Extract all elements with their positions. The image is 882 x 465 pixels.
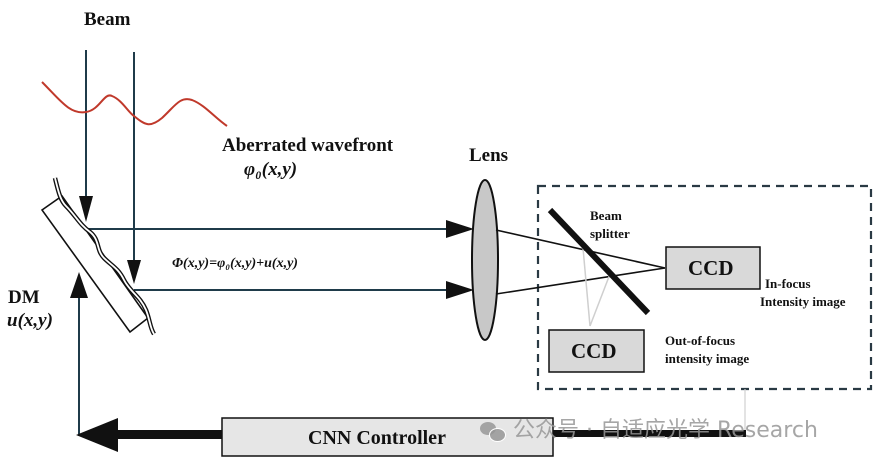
wechat-icon: [480, 420, 506, 442]
beam-splitter-label-1: Beam: [590, 208, 622, 223]
aberrated-wavefront-label: Aberrated wavefront: [222, 135, 394, 156]
watermark: 公众号 · 自适应光学 Research: [480, 420, 818, 442]
controller-output-bar: [110, 430, 222, 439]
beam-splitter: [547, 207, 651, 316]
split-beam-faint-2: [589, 273, 611, 327]
dm-label: DM: [8, 287, 40, 308]
in-focus-label-2: Intensity image: [760, 294, 846, 309]
beam-label: Beam: [84, 9, 131, 30]
split-beam-faint-1: [582, 247, 591, 327]
beam-splitter-label-2: splitter: [590, 226, 630, 241]
arrow-lower-to-lens: [446, 281, 474, 299]
detector-to-controller-bar: [552, 430, 746, 437]
converging-beam-lower: [495, 267, 666, 295]
in-focus-label-1: In-focus: [765, 276, 811, 291]
cnn-controller-label: CNN Controller: [308, 427, 446, 449]
lens-label: Lens: [469, 145, 509, 166]
beam-arrow-left: [79, 196, 93, 222]
phi0-label: φ₀(x,y): [244, 159, 298, 180]
dm-u-label: u(x,y): [7, 310, 53, 331]
arrow-upper-to-lens: [446, 220, 474, 238]
watermark-text: 公众号 · 自适应光学 Research: [513, 418, 818, 443]
beam-arrow-right: [127, 260, 141, 284]
aberrated-wavefront-curve: [41, 81, 228, 127]
arrow-into-dm: [70, 272, 88, 298]
ccd-in-focus: [665, 246, 761, 290]
ccd-out-of-focus-label: CCD: [571, 339, 617, 363]
lens: [471, 179, 499, 341]
controller-output-arrowhead: [76, 418, 118, 452]
converging-beam-upper: [495, 229, 666, 269]
total-phase-equation: Φ(x,y)=φ₀(x,y)+u(x,y): [172, 256, 298, 271]
ccd-in-focus-label: CCD: [688, 256, 734, 280]
out-focus-label-1: Out-of-focus: [665, 333, 736, 348]
ccd-out-of-focus: [548, 329, 645, 373]
out-focus-label-2: intensity image: [665, 351, 750, 366]
